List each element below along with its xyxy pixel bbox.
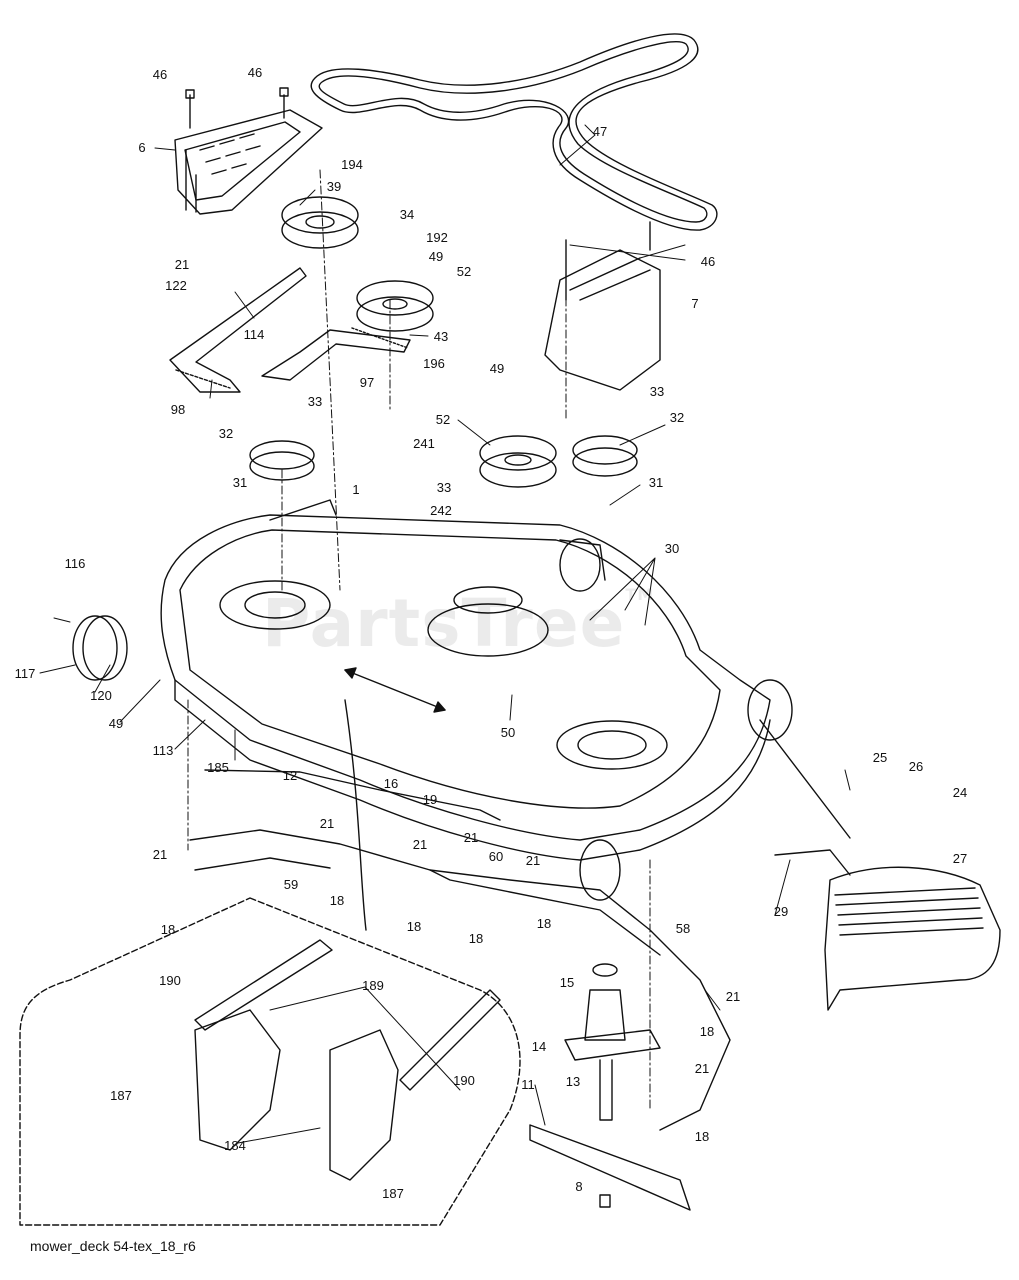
- callout-21[interactable]: 21: [152, 847, 168, 862]
- callout-21[interactable]: 21: [412, 837, 428, 852]
- belt-cover-left: [174, 87, 323, 215]
- callout-32[interactable]: 32: [669, 410, 685, 425]
- callout-19[interactable]: 19: [422, 792, 438, 807]
- callout-97[interactable]: 97: [359, 375, 375, 390]
- callout-31[interactable]: 31: [232, 475, 248, 490]
- callout-50[interactable]: 50: [500, 725, 516, 740]
- adjustment-arrow: [344, 667, 446, 931]
- callout-18[interactable]: 18: [699, 1024, 715, 1039]
- callout-47[interactable]: 47: [592, 124, 608, 139]
- callout-185[interactable]: 185: [207, 760, 229, 775]
- callout-189[interactable]: 189: [362, 978, 384, 993]
- callout-33[interactable]: 33: [649, 384, 665, 399]
- pulley-32-right: [572, 435, 638, 477]
- watermark-text: PartsTree: [262, 585, 626, 662]
- callout-13[interactable]: 13: [565, 1074, 581, 1089]
- callout-117[interactable]: 117: [14, 666, 36, 681]
- drive-belt: [310, 33, 718, 231]
- callout-46[interactable]: 46: [247, 65, 263, 80]
- callout-39[interactable]: 39: [326, 179, 342, 194]
- leader-lines: [39, 124, 851, 1144]
- callout-49[interactable]: 49: [428, 249, 444, 264]
- pulley-32-left: [249, 440, 315, 481]
- callout-52[interactable]: 52: [435, 412, 451, 427]
- callout-98[interactable]: 98: [170, 402, 186, 417]
- callout-190[interactable]: 190: [159, 973, 181, 988]
- callout-21[interactable]: 21: [525, 853, 541, 868]
- callout-6[interactable]: 6: [138, 140, 146, 155]
- callout-7[interactable]: 7: [691, 296, 699, 311]
- callout-26[interactable]: 26: [908, 759, 924, 774]
- callout-49[interactable]: 49: [489, 361, 505, 376]
- idler-arm: [169, 267, 411, 393]
- callout-114[interactable]: 114: [243, 327, 265, 342]
- callout-58[interactable]: 58: [675, 921, 691, 936]
- callout-14[interactable]: 14: [531, 1039, 547, 1054]
- callout-116[interactable]: 116: [64, 556, 86, 571]
- callout-1[interactable]: 1: [352, 482, 360, 497]
- idler-pulley-39: [281, 196, 359, 249]
- callout-49[interactable]: 49: [108, 716, 124, 731]
- callout-29[interactable]: 29: [773, 904, 789, 919]
- callout-122[interactable]: 122: [165, 278, 187, 293]
- hanger-rods: [189, 769, 731, 1131]
- callout-18[interactable]: 18: [406, 919, 422, 934]
- callout-15[interactable]: 15: [559, 975, 575, 990]
- callout-27[interactable]: 27: [952, 851, 968, 866]
- partstree-watermark: PartsTreeTM: [262, 585, 654, 662]
- callout-187[interactable]: 187: [382, 1186, 404, 1201]
- callout-59[interactable]: 59: [283, 877, 299, 892]
- idler-pulley-52-upper: [356, 280, 434, 332]
- callout-31[interactable]: 31: [648, 475, 664, 490]
- callout-21[interactable]: 21: [174, 257, 190, 272]
- callout-21[interactable]: 21: [319, 816, 335, 831]
- callout-24[interactable]: 24: [952, 785, 968, 800]
- callout-8[interactable]: 8: [575, 1179, 583, 1194]
- callout-52[interactable]: 52: [456, 264, 472, 279]
- callout-18[interactable]: 18: [329, 893, 345, 908]
- callout-18[interactable]: 18: [160, 922, 176, 937]
- callout-194[interactable]: 194: [341, 157, 363, 172]
- mower-deck-housing: [160, 499, 771, 861]
- callout-46[interactable]: 46: [700, 254, 716, 269]
- callout-34[interactable]: 34: [399, 207, 415, 222]
- callout-196[interactable]: 196: [423, 356, 445, 371]
- callout-33[interactable]: 33: [307, 394, 323, 409]
- callout-21[interactable]: 21: [725, 989, 741, 1004]
- discharge-chute: [759, 719, 1001, 1011]
- callout-25[interactable]: 25: [872, 750, 888, 765]
- callout-120[interactable]: 120: [90, 688, 112, 703]
- callout-18[interactable]: 18: [468, 931, 484, 946]
- pulley-52-lower: [479, 435, 557, 488]
- callout-12[interactable]: 12: [282, 768, 298, 783]
- assembly-centerlines: [187, 169, 651, 1111]
- gauge-wheels: [72, 538, 793, 901]
- callout-32[interactable]: 32: [218, 426, 234, 441]
- callout-30[interactable]: 30: [664, 541, 680, 556]
- watermark-tm: TM: [625, 585, 655, 604]
- callout-18[interactable]: 18: [694, 1129, 710, 1144]
- callout-11[interactable]: 11: [521, 1077, 535, 1092]
- callout-16[interactable]: 16: [383, 776, 399, 791]
- callout-33[interactable]: 33: [436, 480, 452, 495]
- callout-18[interactable]: 18: [536, 916, 552, 931]
- callout-60[interactable]: 60: [488, 849, 504, 864]
- callout-187[interactable]: 187: [110, 1088, 132, 1103]
- belt-cover-right: [544, 221, 661, 391]
- callout-184[interactable]: 184: [224, 1138, 246, 1153]
- callout-113[interactable]: 113: [152, 743, 174, 758]
- callout-190[interactable]: 190: [453, 1073, 475, 1088]
- callout-241[interactable]: 241: [413, 436, 435, 451]
- spindle-and-blade: [529, 963, 691, 1211]
- inset-panel: [19, 897, 521, 1226]
- callout-43[interactable]: 43: [433, 329, 449, 344]
- callout-21[interactable]: 21: [694, 1061, 710, 1076]
- callout-192[interactable]: 192: [426, 230, 448, 245]
- diagram-caption: mower_deck 54-tex_18_r6: [30, 1238, 196, 1254]
- callout-21[interactable]: 21: [463, 830, 479, 845]
- callout-46[interactable]: 46: [152, 67, 168, 82]
- callout-242[interactable]: 242: [430, 503, 452, 518]
